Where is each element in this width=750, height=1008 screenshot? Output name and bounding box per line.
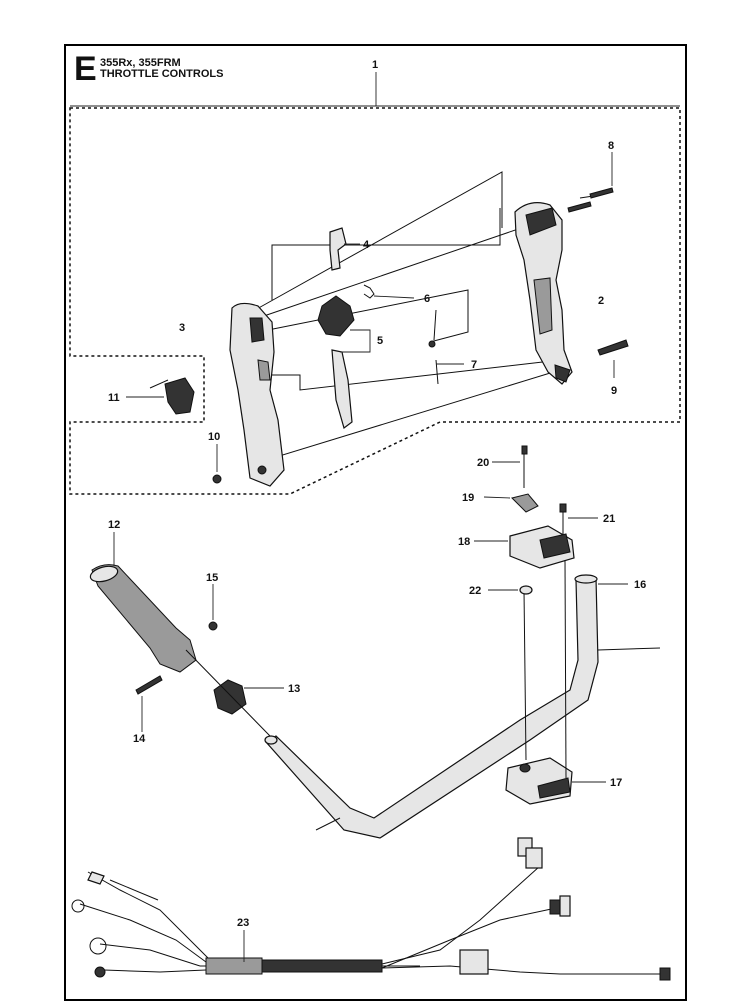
callout-2: 2 (598, 295, 604, 307)
diagram-frame (64, 44, 687, 1001)
lower-clamp (505, 757, 573, 805)
washer (519, 585, 533, 595)
handle-left-half (229, 302, 285, 487)
throttle-wire (428, 309, 439, 385)
nut (212, 474, 222, 484)
model-names: 355Rx, 355FRM (100, 57, 181, 69)
callout-16: 16 (634, 579, 646, 591)
handle-bar (264, 574, 661, 839)
callout-22: 22 (469, 585, 481, 597)
callout-14: 14 (133, 733, 146, 745)
callout-11: 11 (108, 392, 120, 404)
callout-12: 12 (108, 519, 120, 531)
callout-18: 18 (458, 536, 470, 548)
callout-23: 23 (237, 917, 249, 929)
throttle-trigger (317, 295, 355, 430)
lock-lever (329, 227, 347, 271)
grip-clamp (213, 679, 247, 715)
callout-labels: 1 2 3 4 5 6 7 8 9 10 11 12 13 14 15 16 1… (108, 59, 646, 929)
callout-3: 3 (179, 322, 185, 334)
assembly-guide-lines (249, 171, 601, 466)
callout-20: 20 (477, 457, 489, 469)
callout-8: 8 (608, 140, 614, 152)
callout-19: 19 (462, 492, 474, 504)
callout-7: 7 (471, 359, 477, 371)
callout-6: 6 (424, 293, 430, 305)
callout-13: 13 (288, 683, 300, 695)
callout-5: 5 (377, 335, 383, 347)
callout-4: 4 (363, 239, 370, 251)
screws-upper (567, 187, 614, 213)
grip-screw (135, 675, 163, 695)
clamp-plate (511, 493, 539, 513)
stop-switch (149, 377, 195, 415)
callout-21: 21 (603, 513, 615, 525)
assembly-1-boundary (69, 107, 681, 495)
clamp-screw (559, 503, 567, 779)
grip-nut (208, 621, 218, 631)
spring (363, 284, 375, 299)
callout-17: 17 (610, 777, 622, 789)
callout-9: 9 (611, 385, 617, 397)
grip (89, 564, 197, 673)
handle-right-half (514, 202, 573, 385)
wiring-harness (71, 837, 671, 981)
diagram-title: THROTTLE CONTROLS (100, 68, 224, 80)
callout-10: 10 (208, 431, 220, 443)
callout-1: 1 (372, 59, 378, 71)
upper-clamp (509, 525, 575, 569)
clamp-bolt (521, 445, 528, 761)
section-letter: E (74, 50, 97, 88)
screw-lower (597, 339, 629, 356)
callout-15: 15 (206, 572, 218, 584)
